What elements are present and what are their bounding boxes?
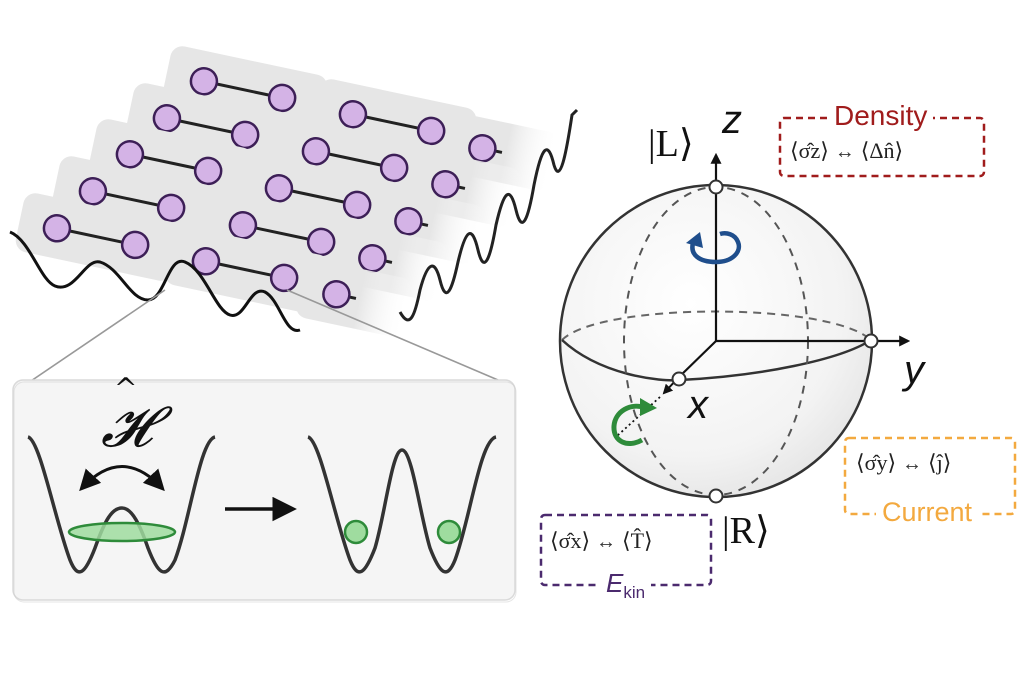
- double-arrow-icon: ↔: [902, 453, 923, 475]
- localized-state-right: [436, 519, 462, 545]
- lattice-column-3-fading: [296, 113, 558, 337]
- hamiltonian-label: 𝓗: [101, 400, 152, 456]
- kinetic-title-sub: kin: [623, 583, 646, 603]
- double-well-inset: [12, 379, 517, 603]
- current-equation: ⟨σ̂y⟩↔⟨ĵ⟩: [856, 450, 952, 475]
- south-pole-point: [708, 488, 724, 504]
- lattice-column-1: [15, 46, 328, 281]
- density-equation: ⟨σ̂z⟩↔⟨Δn̂⟩: [790, 138, 904, 163]
- x-axis-label: x: [688, 383, 708, 427]
- y-axis-label: y: [904, 348, 924, 392]
- localized-state-left: [343, 519, 369, 545]
- double-well-right: [306, 435, 497, 574]
- current-lhs: ⟨σ̂y⟩: [856, 450, 897, 475]
- kinetic-lhs: ⟨σ̂x⟩: [550, 528, 591, 553]
- inset-connector-right: [286, 289, 499, 381]
- kinetic-rhs: ⟨T̂⟩: [622, 528, 653, 553]
- density-title: Density: [828, 100, 934, 132]
- hamiltonian-symbol: 𝓗: [101, 397, 152, 459]
- kinetic-title: Ekin: [600, 568, 652, 604]
- tunneling-arrow: [79, 465, 165, 492]
- current-title: Current: [876, 497, 979, 528]
- x-rotation-icon: [611, 398, 657, 446]
- density-rhs: ⟨Δn̂⟩: [860, 138, 904, 163]
- z-rotation-icon: [686, 231, 742, 265]
- current-box: [843, 436, 1017, 516]
- double-arrow-icon: ↔: [596, 531, 617, 553]
- bloch-sphere: [558, 152, 911, 504]
- y-axis-point: [863, 333, 879, 349]
- left-wave: [9, 230, 301, 332]
- z-axis-label: z: [722, 98, 742, 142]
- lattice-column-2: [164, 79, 477, 314]
- double-well-left: [26, 435, 216, 574]
- ket-R-label: |R⟩: [722, 510, 770, 552]
- double-arrow-icon: ↔: [834, 141, 855, 163]
- right-wave: [398, 108, 579, 322]
- kinetic-equation: ⟨σ̂x⟩↔⟨T̂⟩: [550, 528, 653, 553]
- north-pole-point: [708, 179, 724, 195]
- delocalized-state: [67, 521, 177, 543]
- hamiltonian-hat: ^: [114, 372, 138, 405]
- ket-L-label: |L⟩: [648, 123, 694, 165]
- dimer-lattice: [15, 46, 558, 337]
- density-lhs: ⟨σ̂z⟩: [790, 138, 829, 163]
- current-rhs: ⟨ĵ⟩: [928, 450, 952, 475]
- inset-connector-left: [27, 289, 166, 384]
- x-axis-point: [671, 371, 687, 387]
- kinetic-title-main: E: [606, 568, 624, 598]
